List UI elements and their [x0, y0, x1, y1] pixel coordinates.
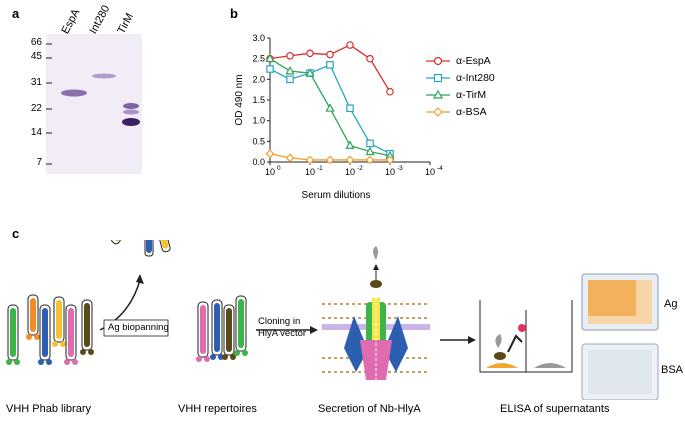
data-point — [366, 139, 374, 148]
y-tick-label: 2.5 — [252, 54, 265, 64]
data-point — [286, 51, 294, 60]
mw-45: 45 — [30, 51, 42, 62]
legend-markers — [426, 56, 450, 117]
band-tirm-upper — [123, 103, 139, 109]
data-point — [346, 41, 354, 49]
x-tick-label: 10 — [305, 167, 315, 177]
legend-label-bsa: α-BSA — [456, 106, 487, 118]
panel-label-a: a — [12, 6, 20, 21]
data-point — [305, 155, 315, 165]
phab-library-icon — [6, 294, 94, 365]
data-point — [325, 103, 335, 112]
y-tick-label: 0.5 — [252, 136, 265, 146]
plate-label-bsa: BSA — [661, 364, 684, 376]
mw-31: 31 — [30, 77, 42, 88]
data-point — [385, 155, 395, 165]
data-point — [345, 155, 355, 165]
bsa-plate-icon — [581, 343, 659, 400]
data-point — [346, 104, 354, 113]
data-point — [326, 61, 334, 69]
step-caption-repertoires: VHH repertoires — [178, 403, 257, 415]
selected-phages-icon — [111, 240, 171, 257]
data-point — [265, 53, 275, 63]
y-tick-label: 1.5 — [252, 95, 265, 105]
data-point — [365, 155, 375, 165]
chart-ylabel: OD 490 nm — [234, 74, 245, 125]
arrow-label-cloning: Cloning in HlyA vector — [258, 316, 307, 339]
data-point — [345, 140, 355, 149]
y-tick-label: 3.0 — [252, 33, 265, 43]
step-caption-library: VHH Phab library — [6, 403, 91, 415]
data-point — [265, 149, 275, 159]
data-point — [365, 146, 375, 156]
gel-image — [46, 34, 142, 174]
x-tick-exponent: -4 — [437, 165, 443, 172]
x-tick-label: 10 — [425, 167, 435, 177]
x-tick-exponent: -1 — [317, 165, 323, 172]
arrow-label-biopanning: Ag biopanning — [108, 322, 169, 333]
ag-plate-icon — [581, 273, 659, 331]
data-point — [366, 54, 374, 63]
band-tirm-mid — [123, 109, 139, 115]
mw-14: 14 — [30, 127, 42, 138]
band-espa — [61, 89, 87, 97]
chart-series — [265, 41, 395, 165]
y-tick-label: 0.0 — [252, 157, 265, 167]
plate-label-ag: Ag — [664, 298, 678, 310]
step-caption-secretion: Secretion of Nb-HlyA — [318, 403, 421, 415]
data-point — [386, 87, 394, 96]
step-caption-elisa: ELISA of supernatants — [500, 403, 610, 415]
lane-label-int280: Int280 — [87, 3, 113, 36]
data-point — [306, 49, 314, 58]
x-tick-exponent: -3 — [397, 165, 403, 172]
x-tick-exponent: 0 — [277, 165, 281, 172]
x-tick-exponent: -2 — [357, 165, 363, 172]
mw-66: 66 — [30, 37, 42, 48]
data-point — [285, 66, 295, 75]
band-tirm-lower — [122, 118, 140, 126]
legend-label-int280: α-Int280 — [456, 72, 495, 84]
repertoires-icon — [196, 295, 248, 362]
mw-7: 7 — [36, 157, 42, 168]
mw-22: 22 — [30, 103, 42, 114]
x-tick-label: 10 — [345, 167, 355, 177]
lane-label-tirm: TirM — [115, 11, 137, 36]
data-point — [325, 155, 335, 165]
panel-label-b: b — [230, 6, 238, 21]
x-tick-label: 10 — [385, 167, 395, 177]
secretion-icon — [322, 246, 430, 380]
data-point — [285, 153, 295, 163]
y-tick-label: 1.0 — [252, 116, 265, 126]
panel-label-c: c — [12, 226, 20, 241]
legend-label-tirm: α-TirM — [456, 89, 487, 101]
chart-xlabel: Serum dilutions — [302, 190, 371, 201]
lane-label-espa: EspA — [59, 7, 83, 36]
workflow-diagram — [6, 240, 659, 400]
elisa-icon — [479, 300, 573, 373]
y-tick-label: 2.0 — [252, 74, 265, 84]
x-tick-label: 10 — [265, 167, 275, 177]
data-point — [305, 68, 315, 77]
legend-label-espa: α-EspA — [456, 55, 491, 67]
band-int280 — [92, 73, 116, 79]
data-point — [286, 75, 294, 84]
data-point — [266, 65, 274, 73]
data-point — [326, 50, 334, 59]
